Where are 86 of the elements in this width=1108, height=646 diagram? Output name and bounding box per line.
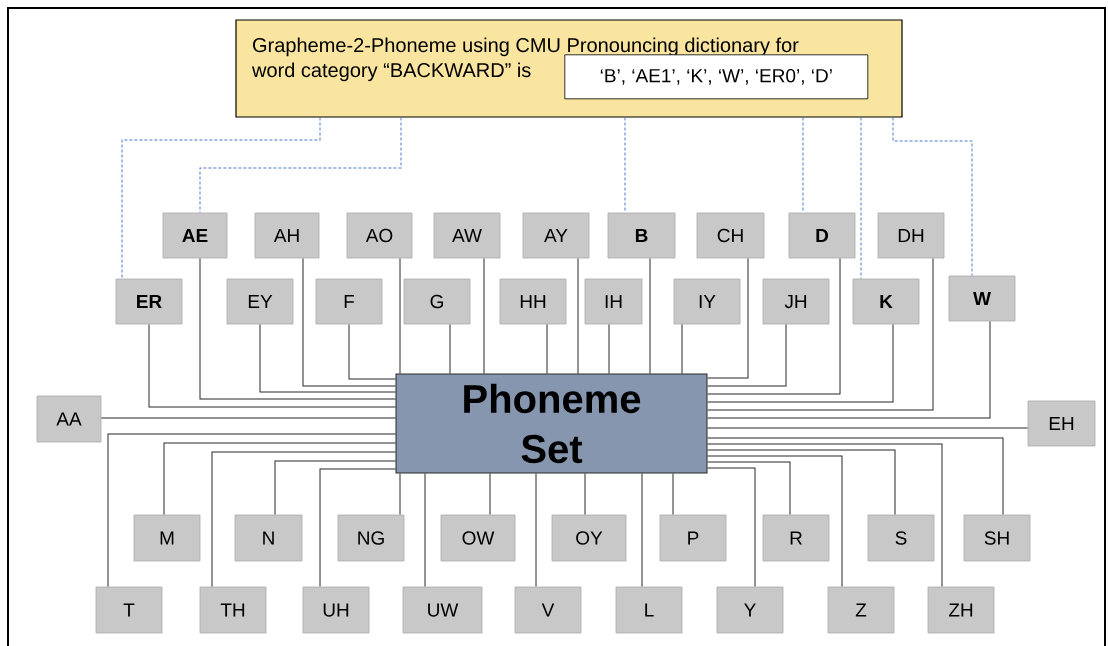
phoneme-box: HH (499, 278, 567, 325)
connector (641, 473, 643, 588)
connector (302, 257, 396, 387)
phoneme-box: OY (551, 514, 627, 562)
phoneme-box: V (514, 586, 582, 634)
phoneme-box: AY (522, 212, 590, 259)
connector (348, 323, 396, 380)
phoneme-box: AA (36, 395, 102, 443)
phoneme-box: W (948, 275, 1016, 322)
phoneme-box: CH (696, 212, 765, 259)
phoneme-box: OW (440, 514, 516, 562)
phoneme-box: K (852, 278, 920, 325)
phoneme-box: P (659, 514, 727, 562)
phoneme-box: UH (302, 586, 370, 634)
phoneme-box: IH (584, 278, 643, 325)
connector (211, 451, 396, 588)
phoneme-box: N (234, 514, 303, 562)
phoneme-box: AH (254, 212, 320, 259)
phoneme-box: L (615, 586, 683, 634)
phoneme-box: TH (199, 586, 267, 634)
phoneme-box: B (607, 212, 676, 259)
connector (707, 257, 841, 395)
phoneme-box: NG (337, 514, 405, 562)
connector (707, 320, 991, 419)
connector (707, 461, 791, 516)
phoneme-box: EH (1027, 400, 1096, 447)
connector (707, 437, 1004, 516)
connector (199, 257, 396, 400)
dashed-connector (199, 117, 402, 214)
dashed-connector (121, 117, 321, 280)
connector (577, 257, 579, 374)
phoneme-box: EY (226, 278, 294, 325)
phoneme-box: DH (877, 212, 945, 259)
connector (707, 455, 843, 588)
connector (163, 442, 396, 516)
connector (399, 257, 401, 374)
connector (483, 257, 485, 374)
connector (319, 468, 396, 588)
connector (707, 323, 894, 403)
phoneme-box: F (315, 278, 383, 325)
phoneme-box: ER (115, 278, 183, 325)
result-box: ‘B’, ‘AE1’, ‘K’, ‘W’, ‘ER0’, ‘D’ (564, 54, 869, 100)
phoneme-box: SH (963, 514, 1031, 562)
phoneme-box: AW (433, 212, 501, 259)
phoneme-box: G (403, 278, 471, 325)
connector (100, 417, 396, 419)
phoneme-box: M (133, 514, 201, 562)
connector (649, 257, 651, 374)
connector (259, 323, 396, 393)
connector (535, 473, 537, 588)
connector (707, 323, 787, 387)
phoneme-box: D (788, 212, 856, 259)
connector (707, 449, 896, 516)
connector (707, 257, 934, 411)
connector (546, 323, 548, 374)
connector (274, 460, 396, 516)
dashed-connector (802, 117, 804, 214)
connector (399, 473, 401, 516)
connector (584, 473, 586, 516)
dashed-connector (892, 117, 973, 277)
connector (449, 323, 451, 374)
phoneme-box: Z (827, 586, 895, 634)
connector (707, 427, 1029, 429)
connector (107, 433, 396, 588)
phoneme-box: R (762, 514, 830, 562)
connector (707, 467, 756, 588)
connector (707, 443, 943, 588)
set-box: Phoneme Set (395, 373, 708, 474)
phoneme-box: T (95, 586, 163, 634)
phoneme-box: Y (716, 586, 784, 634)
phoneme-box: ZH (927, 586, 995, 634)
connector (489, 473, 491, 516)
connector (424, 473, 426, 588)
phoneme-box: JH (762, 278, 830, 325)
connector (681, 323, 683, 374)
phoneme-box: AO (346, 212, 413, 259)
dashed-connector (860, 117, 862, 280)
phoneme-box: AE (162, 212, 228, 259)
phoneme-box: UW (402, 586, 483, 634)
connector (608, 323, 610, 374)
connector (672, 473, 674, 516)
connector (148, 323, 396, 408)
phoneme-box: S (867, 514, 935, 562)
dashed-connector (624, 117, 626, 214)
connector (707, 257, 749, 379)
phoneme-box: IY (673, 278, 741, 325)
